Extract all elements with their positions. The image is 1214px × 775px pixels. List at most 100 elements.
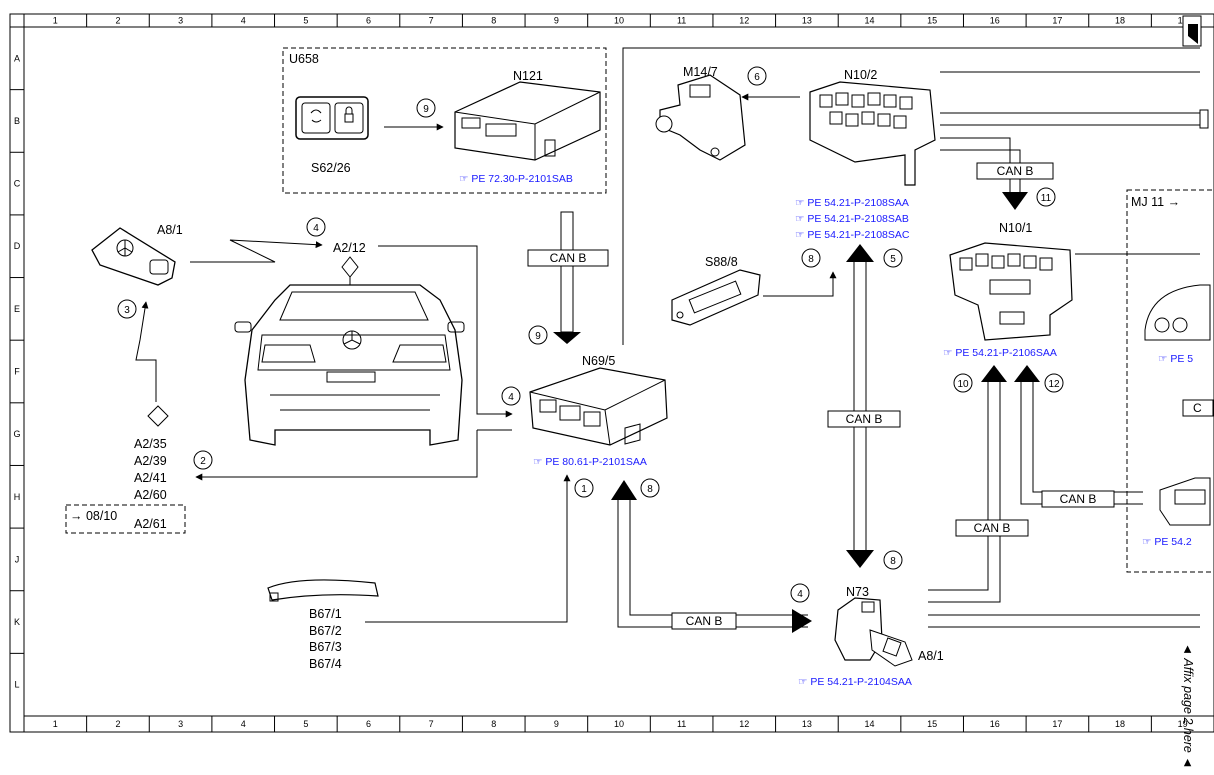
n121-module — [454, 81, 601, 161]
grid-column-5: 5 — [303, 719, 308, 729]
mj11-group-box — [1126, 189, 1214, 573]
grid-row-B: B — [14, 116, 20, 126]
step-1: 1 — [581, 484, 587, 495]
can-b-label-mj11: CAN B — [1060, 492, 1097, 506]
s62-26-switch — [295, 96, 369, 140]
n10-1-module — [949, 242, 1073, 341]
step-4b: 4 — [508, 392, 514, 403]
affix-page-note: ◄ Affix page 2 here ◄ — [1181, 643, 1195, 769]
grid-row-L: L — [14, 680, 19, 690]
vehicle-rear-view — [234, 284, 465, 446]
step-12: 12 — [1048, 379, 1060, 390]
a2-list-3: A2/60 — [134, 488, 167, 502]
b67-list-0: B67/1 — [309, 607, 342, 621]
n10-2-reference-3: ☞ PE 54.21-P-2108SAC — [795, 229, 910, 241]
step-10: 10 — [957, 379, 969, 390]
grid-column-11: 11 — [677, 719, 686, 729]
mj11-reference-2: ☞ PE 54.2 — [1142, 536, 1192, 548]
grid-column-3: 3 — [178, 719, 183, 729]
grid-row-K: K — [14, 617, 20, 627]
can-b-label-n121: CAN B — [550, 251, 587, 265]
grid-column-17: 17 — [1052, 719, 1062, 729]
grid-row-D: D — [14, 241, 21, 251]
grid-column-19: 19 — [1178, 719, 1188, 729]
grid-column-12: 12 — [739, 719, 749, 729]
b67-door-handle — [267, 579, 379, 602]
grid-column-16: 16 — [990, 16, 1000, 26]
n121-label: N121 — [513, 69, 543, 83]
grid-column-9: 9 — [554, 719, 559, 729]
step-11: 11 — [1041, 193, 1052, 204]
mj11-label: MJ 11 → — [1131, 195, 1180, 209]
n121-reference-text: PE 72.30-P-2101SAB — [471, 173, 573, 185]
grid-column-1: 1 — [53, 16, 58, 26]
grid-column-18: 18 — [1115, 16, 1125, 26]
grid-column-10: 10 — [614, 719, 624, 729]
grid-column-18: 18 — [1115, 719, 1125, 729]
n73-label: N73 — [846, 585, 869, 599]
s88-8-label: S88/8 — [705, 255, 738, 269]
ref-0810-box — [65, 504, 186, 534]
step-3: 3 — [124, 305, 130, 316]
step-4a: 4 — [313, 223, 319, 234]
grid-column-7: 7 — [429, 719, 434, 729]
m14-7-actuator — [655, 74, 746, 161]
grid-column-2: 2 — [115, 719, 120, 729]
s88-8-switch — [671, 269, 761, 326]
n69-5-module — [529, 367, 668, 446]
grid-column-13: 13 — [802, 719, 812, 729]
a2-list-2: A2/41 — [134, 471, 167, 485]
step-8a: 8 — [647, 484, 653, 495]
a8-1-key-label: A8/1 — [157, 223, 183, 237]
can-b-label-n73-n10: CAN B — [974, 521, 1011, 535]
instrument-cluster — [1144, 284, 1211, 341]
grid-row-G: G — [13, 429, 20, 439]
n10-1-reference: ☞ PE 54.21-P-2106SAA — [943, 347, 1057, 359]
step-2: 2 — [200, 456, 206, 467]
s62-26-label: S62/26 — [311, 161, 351, 175]
n10-2-label: N10/2 — [844, 68, 877, 82]
grid-row-E: E — [14, 304, 20, 314]
n69-5-label: N69/5 — [582, 354, 615, 368]
n10-2-reference-1: ☞ PE 54.21-P-2108SAA — [795, 197, 909, 209]
grid-column-11: 11 — [677, 16, 686, 26]
step-6: 6 — [754, 72, 760, 83]
grid-column-1: 1 — [53, 719, 58, 729]
b67-list-3: B67/4 — [309, 657, 342, 671]
n10-2-reference-2: ☞ PE 54.21-P-2108SAB — [795, 213, 909, 225]
grid-column-14: 14 — [865, 16, 875, 26]
mj11-reference-1: ☞ PE 5 — [1158, 353, 1193, 365]
step-9a: 9 — [423, 104, 429, 115]
a2-list-1: A2/39 — [134, 454, 167, 468]
grid-column-5: 5 — [303, 16, 308, 26]
grid-column-15: 15 — [927, 16, 937, 26]
grid-column-8: 8 — [491, 16, 496, 26]
step-5: 5 — [890, 254, 896, 265]
grid-column-3: 3 — [178, 16, 183, 26]
step-9b: 9 — [535, 331, 541, 342]
can-b-label-n10: CAN B — [997, 164, 1034, 178]
n73-reference: ☞ PE 54.21-P-2104SAA — [798, 676, 912, 688]
n10-1-label: N10/1 — [999, 221, 1032, 235]
grid-row-F: F — [14, 367, 20, 377]
grid-column-4: 4 — [241, 719, 246, 729]
outer-frame — [9, 13, 1214, 733]
grid-row-C: C — [14, 179, 21, 189]
step-8c: 8 — [890, 556, 896, 567]
step-4c: 4 — [797, 589, 803, 600]
n69-5-reference: ☞ PE 80.61-P-2101SAA — [533, 456, 647, 468]
u658-group-box — [282, 47, 607, 194]
grid-column-8: 8 — [491, 719, 496, 729]
grid-column-15: 15 — [927, 719, 937, 729]
grid-column-10: 10 — [614, 16, 624, 26]
grid-column-2: 2 — [115, 16, 120, 26]
grid-row-J: J — [15, 554, 20, 564]
grid-row-A: A — [14, 53, 20, 63]
n73-ignition-switch — [834, 597, 913, 667]
b67-list-2: B67/3 — [309, 640, 342, 654]
b67-list-1: B67/2 — [309, 624, 342, 638]
a2-61-label: A2/61 — [134, 517, 167, 531]
